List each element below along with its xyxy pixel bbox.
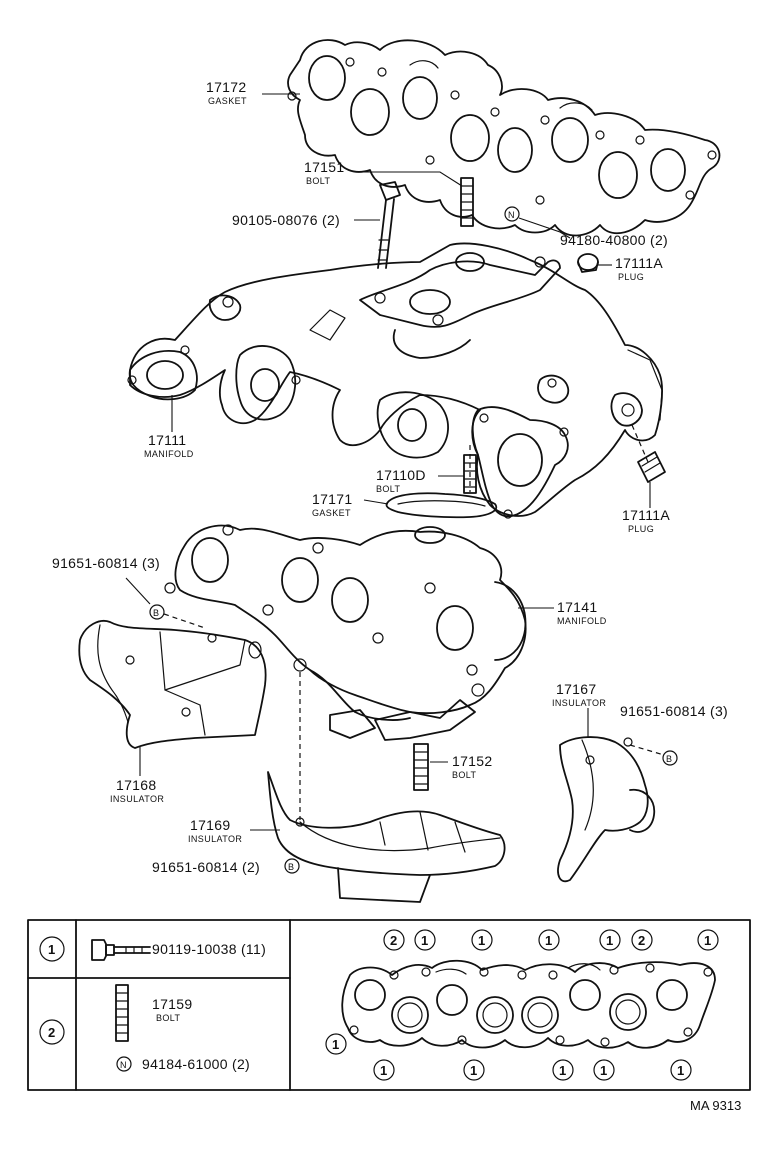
- torque-bottom-4: 1: [677, 1063, 684, 1078]
- torque-top-1: 1: [421, 933, 428, 948]
- part-90105-number: 90105-08076 (2): [232, 212, 340, 228]
- torque-bottom-2: 1: [559, 1063, 566, 1078]
- legend-index-1-circle: [39, 936, 65, 962]
- part-17172-number: 17172: [206, 79, 246, 95]
- part-17151-name: BOLT: [306, 176, 331, 186]
- legend-row2-bolt-name: BOLT: [156, 1013, 181, 1023]
- part-17169-number: 17169: [190, 817, 230, 833]
- part-17110d-number: 17110D: [376, 467, 426, 483]
- intake-manifold-drawing: [127, 242, 663, 519]
- leader-17151: [360, 171, 463, 187]
- dashed-guide-91651-b: [629, 744, 665, 756]
- torque-bottom-1: 1: [470, 1063, 477, 1078]
- legend-row2-nut-number: 94184-61000 (2): [142, 1056, 250, 1072]
- part-17172-name: GASKET: [208, 96, 247, 106]
- torque-left: 1: [332, 1037, 339, 1052]
- part-94180-number: 94180-40800 (2): [560, 232, 668, 248]
- insulator-17169-drawing: [267, 771, 506, 903]
- bolt-b-marker-a: B: [153, 608, 159, 618]
- leader-17171: [363, 499, 389, 505]
- nut-94180-marker: N: [508, 210, 515, 220]
- diagram-id: MA 9313: [690, 1098, 741, 1113]
- bolt-b-marker-c: B: [288, 862, 294, 872]
- torque-bottom-0-circle: [373, 1059, 395, 1081]
- part-17111-name: MANIFOLD: [144, 449, 194, 459]
- insulator-17168-drawing: [78, 620, 267, 749]
- bolt-b-marker-c-circle: [284, 858, 300, 874]
- legend-index-1: 1: [48, 942, 55, 957]
- exhaust-manifold-gasket-drawing: [287, 39, 721, 237]
- part-91651-c-number: 91651-60814 (2): [152, 859, 260, 875]
- part-17111a-bottom-name: PLUG: [628, 524, 654, 534]
- legend-index-2-circle: [39, 1019, 65, 1045]
- torque-top-6-circle: [697, 929, 719, 951]
- dashed-guide-plug: [631, 424, 649, 463]
- part-17141-number: 17141: [557, 599, 597, 615]
- leader-91651-a: [125, 577, 151, 605]
- part-91651-a-number: 91651-60814 (3): [52, 555, 160, 571]
- part-17168-name: INSULATOR: [110, 794, 164, 804]
- torque-top-5-circle: [631, 929, 653, 951]
- part-17141-name: MANIFOLD: [557, 616, 607, 626]
- torque-top-3: 1: [545, 933, 552, 948]
- torque-left-circle: [325, 1033, 347, 1055]
- leader-94180: [518, 217, 571, 239]
- torque-top-2-circle: [471, 929, 493, 951]
- part-17152-name: BOLT: [452, 770, 477, 780]
- flange-bolt-drawing: [91, 939, 151, 961]
- plug-top-drawing: [577, 253, 599, 273]
- manifold-joint-gasket-drawing: [385, 492, 498, 519]
- legend-index-2: 2: [48, 1025, 55, 1040]
- part-17167-number: 17167: [556, 681, 596, 697]
- part-17168-number: 17168: [116, 777, 156, 793]
- part-17111-number: 17111: [148, 432, 186, 448]
- torque-bottom-0: 1: [380, 1063, 387, 1078]
- legend-row2-bolt-number: 17159: [152, 996, 192, 1012]
- torque-bottom-3-circle: [593, 1059, 615, 1081]
- torque-top-0-circle: [383, 929, 405, 951]
- torque-bottom-4-circle: [670, 1059, 692, 1081]
- part-17167-name: INSULATOR: [552, 698, 606, 708]
- part-17111a-bottom-number: 17111A: [622, 507, 670, 523]
- legend-table: [27, 919, 751, 1091]
- part-91651-b-number: 91651-60814 (3): [620, 703, 728, 719]
- stud-bolt-17151-drawing: [460, 177, 474, 227]
- nut-marker-circle: [504, 206, 520, 222]
- torque-top-5: 2: [638, 933, 645, 948]
- torque-bottom-2-circle: [552, 1059, 574, 1081]
- legend-nut-marker-circle: [116, 1056, 132, 1072]
- torque-top-0: 2: [390, 933, 397, 948]
- part-17171-name: GASKET: [312, 508, 351, 518]
- part-17110d-name: BOLT: [376, 484, 401, 494]
- part-17152-number: 17152: [452, 753, 492, 769]
- part-17169-name: INSULATOR: [188, 834, 242, 844]
- part-17111a-top-name: PLUG: [618, 272, 644, 282]
- bolt-b-marker-b: B: [666, 754, 672, 764]
- torque-top-3-circle: [538, 929, 560, 951]
- torque-top-1-circle: [414, 929, 436, 951]
- legend-nut-marker: N: [120, 1060, 127, 1070]
- part-17151-number: 17151: [304, 159, 344, 175]
- stud-bolt-17110d-drawing: [463, 454, 477, 494]
- torque-top-6: 1: [704, 933, 711, 948]
- insulator-17167-drawing: [557, 736, 656, 883]
- legend-stud-bolt-drawing: [115, 984, 129, 1042]
- legend-row1-number: 90119-10038 (11): [152, 941, 266, 957]
- torque-bottom-1-circle: [463, 1059, 485, 1081]
- torque-bottom-3: 1: [600, 1063, 607, 1078]
- bolt-b-marker-b-circle: [662, 750, 678, 766]
- dashed-guide-91651-a: [163, 613, 206, 629]
- stud-bolt-17152-drawing: [413, 743, 429, 791]
- bolt-90105-drawing: [377, 181, 401, 269]
- bolt-b-marker-a-circle: [149, 604, 165, 620]
- exhaust-manifold-drawing: [164, 524, 527, 741]
- torque-top-4-circle: [599, 929, 621, 951]
- part-17111a-top-number: 17111A: [615, 255, 663, 271]
- part-17171-number: 17171: [312, 491, 352, 507]
- torque-pattern-gasket-drawing: [341, 959, 716, 1049]
- torque-top-2: 1: [478, 933, 485, 948]
- torque-top-4: 1: [606, 933, 613, 948]
- plug-bottom-drawing: [637, 451, 666, 483]
